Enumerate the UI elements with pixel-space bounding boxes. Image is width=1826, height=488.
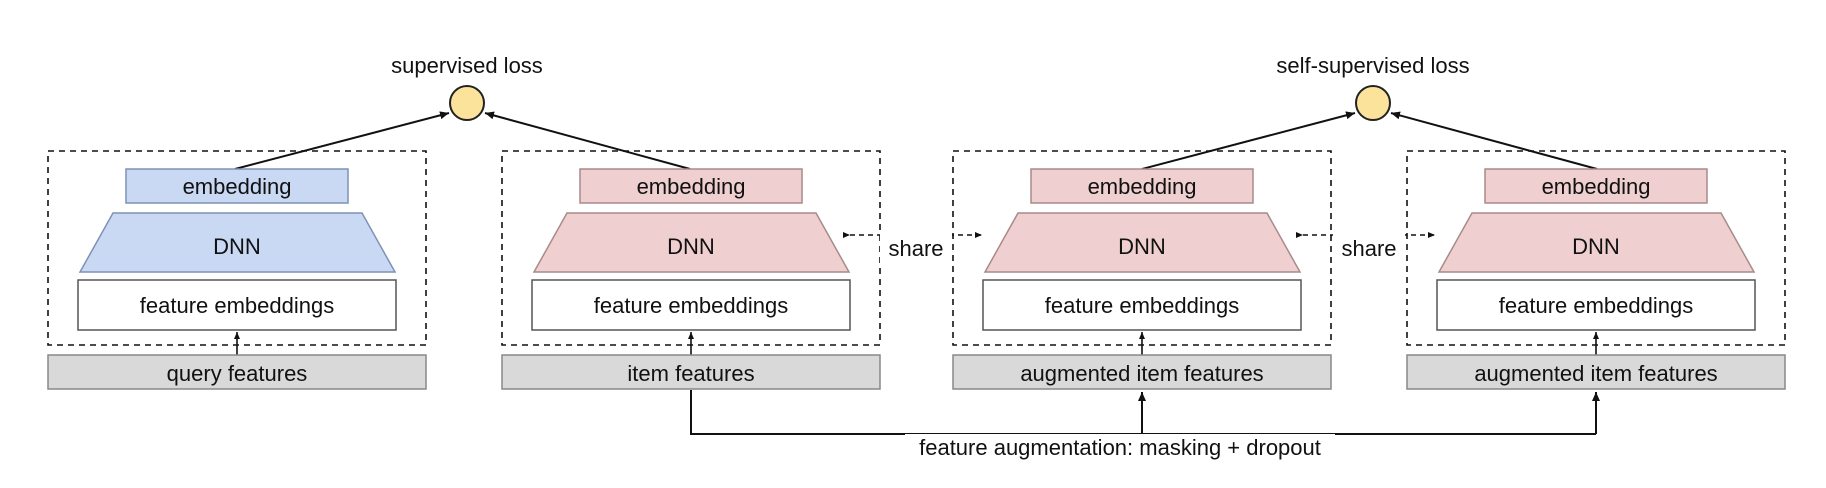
feature-embeddings-box bbox=[1436, 279, 1756, 331]
tower-query: embedding DNN feature embeddings query f… bbox=[47, 150, 427, 390]
input-features-label: item features bbox=[627, 361, 754, 386]
feature-embeddings-label: feature embeddings bbox=[1045, 293, 1239, 318]
embedding-label: embedding bbox=[1088, 174, 1197, 199]
dnn-trapezoid bbox=[1437, 212, 1756, 273]
dnn-trapezoid bbox=[532, 212, 851, 273]
embedding-label: embedding bbox=[1542, 174, 1651, 199]
feature-embeddings-label: feature embeddings bbox=[1499, 293, 1693, 318]
tower-augmented-item-1: embedding DNN feature embeddings augment… bbox=[952, 150, 1332, 390]
dnn-label: DNN bbox=[667, 234, 715, 259]
input-features-box bbox=[501, 354, 881, 390]
loss-arrows bbox=[234, 111, 1598, 170]
dnn-label: DNN bbox=[213, 234, 261, 259]
feature-embeddings-label: feature embeddings bbox=[140, 293, 334, 318]
arrow-query-embedding-to-supervised-loss bbox=[234, 111, 450, 170]
embedding-box bbox=[125, 168, 349, 204]
loss-node-self-supervised: self-supervised loss bbox=[1276, 53, 1470, 121]
supervised-loss-circle bbox=[449, 85, 485, 121]
embedding-label: embedding bbox=[637, 174, 746, 199]
feature-embeddings-box bbox=[982, 279, 1302, 331]
input-features-box bbox=[1406, 354, 1786, 390]
input-features-box bbox=[952, 354, 1332, 390]
share-connector-2: share bbox=[1296, 232, 1435, 264]
feature-embeddings-label: feature embeddings bbox=[594, 293, 788, 318]
self-supervised-loss-circle bbox=[1355, 85, 1391, 121]
share-connector-1: share bbox=[843, 232, 982, 264]
dnn-label: DNN bbox=[1118, 234, 1166, 259]
arrow-aug1-embedding-to-self-supervised-loss bbox=[1141, 111, 1356, 170]
augmentation-label-bg bbox=[905, 434, 1335, 462]
feature-augmentation-routing bbox=[690, 390, 1600, 435]
share-label-bg bbox=[1333, 234, 1405, 264]
embedding-label: embedding bbox=[183, 174, 292, 199]
share-label: share bbox=[1341, 236, 1396, 261]
feature-embeddings-box bbox=[77, 279, 397, 331]
share-label: share bbox=[888, 236, 943, 261]
augmentation-path bbox=[690, 390, 1596, 435]
dnn-trapezoid bbox=[78, 212, 397, 273]
embedding-box bbox=[1484, 168, 1708, 204]
arrow-item-embedding-to-supervised-loss bbox=[484, 111, 691, 170]
input-features-box bbox=[47, 354, 427, 390]
input-features-label: augmented item features bbox=[1474, 361, 1717, 386]
dnn-trapezoid bbox=[983, 212, 1302, 273]
arrow-aug2-embedding-to-self-supervised-loss bbox=[1390, 111, 1598, 170]
feature-augmentation-label: feature augmentation: masking + dropout bbox=[919, 435, 1321, 460]
input-features-label: query features bbox=[167, 361, 308, 386]
dnn-label: DNN bbox=[1572, 234, 1620, 259]
feature-embeddings-box bbox=[531, 279, 851, 331]
tower-item: embedding DNN feature embeddings item fe… bbox=[501, 150, 881, 390]
embedding-box bbox=[1030, 168, 1254, 204]
embedding-box bbox=[579, 168, 803, 204]
loss-node-supervised: supervised loss bbox=[391, 53, 543, 121]
supervised-loss-label: supervised loss bbox=[391, 53, 543, 78]
input-features-label: augmented item features bbox=[1020, 361, 1263, 386]
self-supervised-loss-label: self-supervised loss bbox=[1276, 53, 1469, 78]
tower-augmented-item-2: embedding DNN feature embeddings augment… bbox=[1406, 150, 1786, 390]
share-label-bg bbox=[880, 234, 952, 264]
